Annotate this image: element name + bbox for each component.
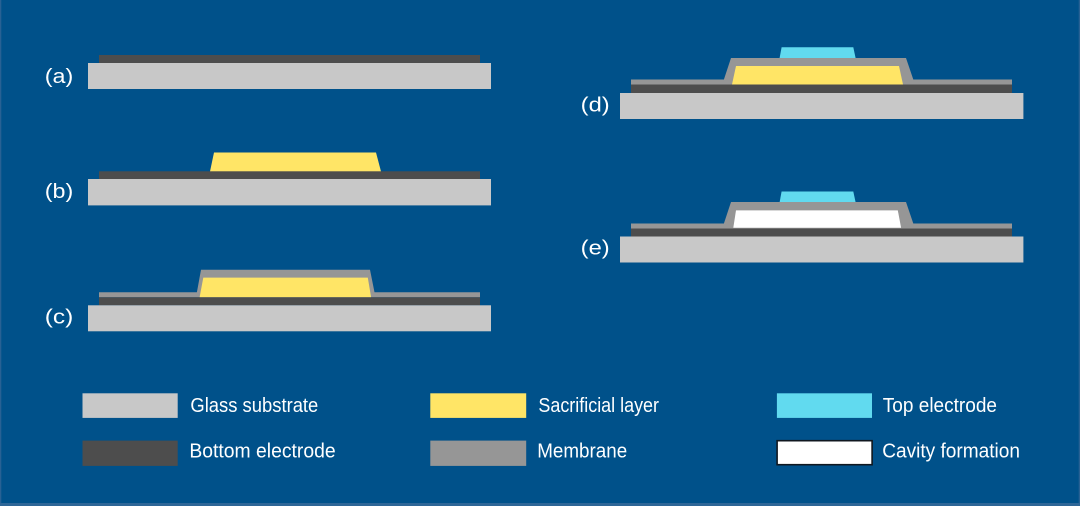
svg-text:(e): (e) xyxy=(581,238,610,260)
svg-text:Sacrificial layer: Sacrificial layer xyxy=(538,395,659,417)
svg-text:Top electrode: Top electrode xyxy=(883,395,997,417)
svg-text:(a): (a) xyxy=(45,66,74,88)
svg-text:Membrane: Membrane xyxy=(537,441,627,463)
svg-text:Bottom electrode: Bottom electrode xyxy=(189,441,335,463)
svg-text:Cavity formation: Cavity formation xyxy=(882,441,1020,463)
svg-text:(b): (b) xyxy=(45,181,74,203)
svg-text:(d): (d) xyxy=(581,95,610,117)
svg-text:Glass substrate: Glass substrate xyxy=(190,395,318,417)
svg-text:(c): (c) xyxy=(45,306,74,328)
